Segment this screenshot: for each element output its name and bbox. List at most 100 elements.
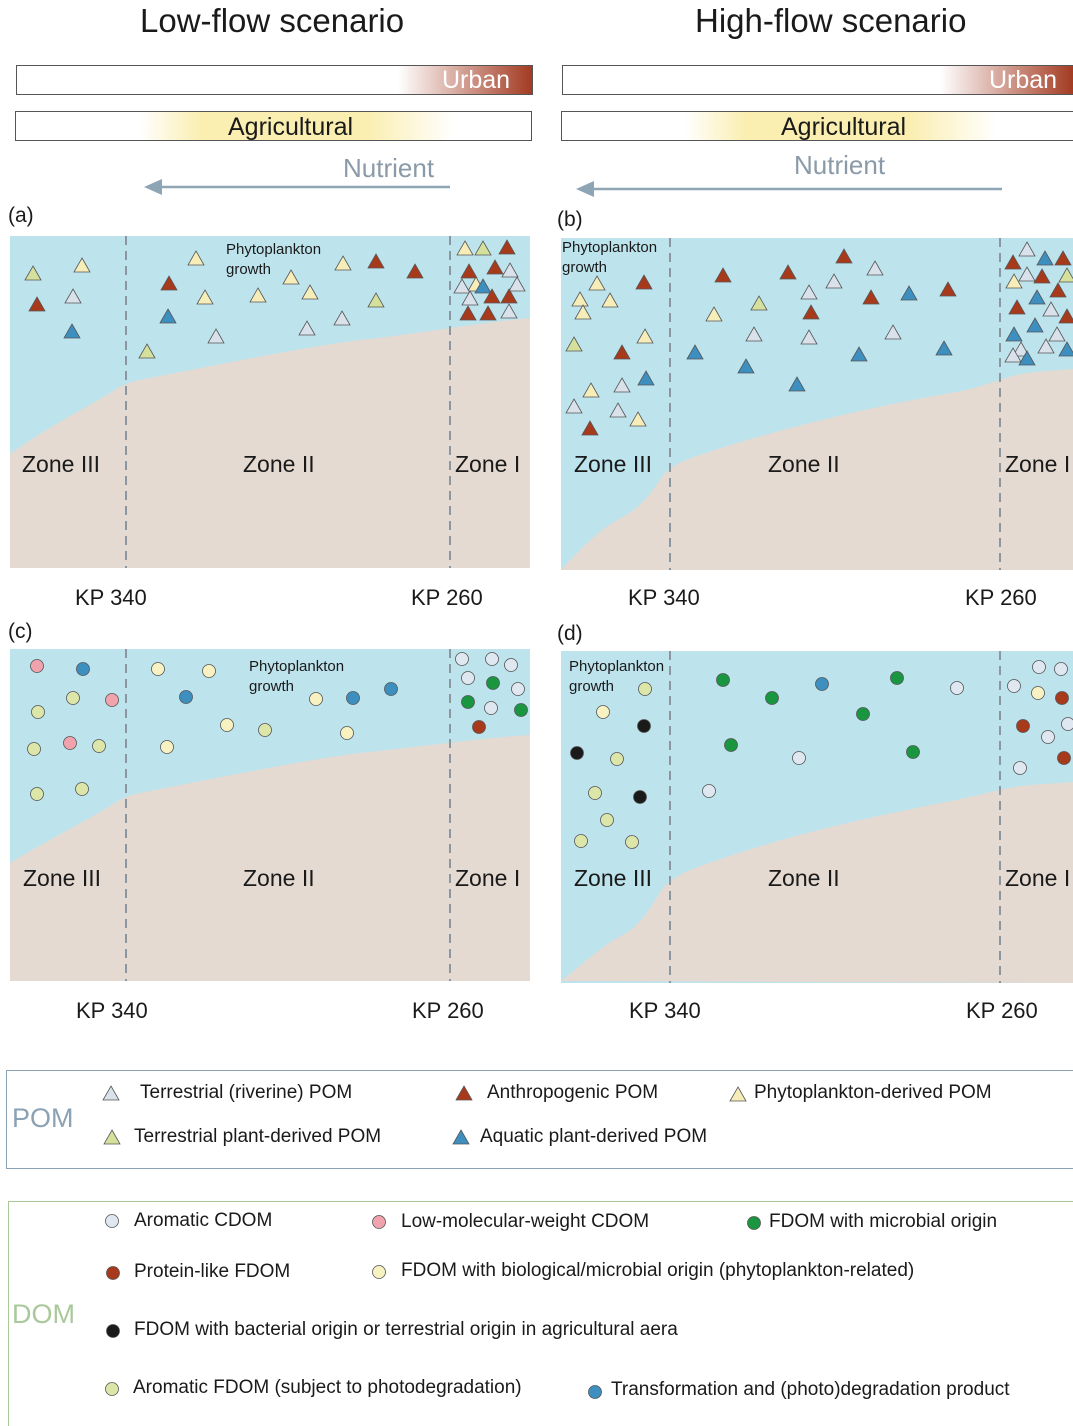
anthropogenic-pom-marker <box>1049 282 1067 298</box>
phytoplankton-pom-marker <box>282 269 300 285</box>
phytoplankton-pom-marker <box>1005 273 1023 289</box>
kp340-label-b: KP 340 <box>628 585 700 610</box>
aromatic-fdom-marker <box>31 705 45 719</box>
terrestrial-riverine-pom-marker <box>461 290 479 306</box>
anthropogenic-pom-marker <box>460 263 478 279</box>
anthropogenic-pom-marker <box>581 420 599 436</box>
anthropogenic-pom-marker <box>1054 250 1072 266</box>
anthropogenic-pom-marker <box>406 263 424 279</box>
legend-item-label: Terrestrial (riverine) POM <box>140 1082 353 1103</box>
degradation-product-marker <box>815 677 829 691</box>
phytoplankton-growth-label-c: Phytoplankton growth <box>249 657 344 697</box>
aromatic-cdom-marker <box>1032 660 1046 674</box>
urban-bar-high <box>562 65 1073 95</box>
degradation-product-marker <box>384 682 398 696</box>
microbial-fdom-marker <box>765 691 779 705</box>
aromatic-fdom-marker <box>588 786 602 800</box>
microbial-fdom-marker <box>716 673 730 687</box>
microbial-fdom-marker <box>856 707 870 721</box>
phytoplankton-pom-marker <box>301 284 319 300</box>
dom-legend <box>8 1201 1073 1426</box>
terrestrial-riverine-pom-marker <box>298 320 316 336</box>
triangle-icon <box>455 1085 473 1101</box>
terrestrial-plant-pom-marker <box>474 240 492 256</box>
aromatic-fdom-marker <box>625 835 639 849</box>
anthropogenic-pom-marker <box>714 267 732 283</box>
anthropogenic-pom-marker <box>483 288 501 304</box>
legend-item-label: Phytoplankton-derived POM <box>754 1082 992 1103</box>
aromatic-fdom-marker <box>30 787 44 801</box>
kp260-label-d: KP 260 <box>966 998 1038 1023</box>
legend-item-label: Protein-like FDOM <box>134 1261 291 1282</box>
terrestrial-riverine-pom-marker <box>825 273 843 289</box>
riverbed <box>561 369 1073 570</box>
riverbed <box>10 735 530 981</box>
anthropogenic-pom-marker <box>1058 308 1073 324</box>
kp260-label-c: KP 260 <box>412 998 484 1023</box>
panel-letter-c: (c) <box>8 620 33 643</box>
terrestrial-riverine-pom-marker <box>745 326 763 342</box>
zone2-label-b: Zone II <box>768 451 840 477</box>
aromatic-cdom-marker <box>1041 730 1055 744</box>
nutrient-arrow-low <box>144 179 450 195</box>
legend-item-label: Aquatic plant-derived POM <box>480 1126 708 1147</box>
zone3-label-a: Zone III <box>22 451 100 477</box>
anthropogenic-pom-marker <box>160 275 178 291</box>
protein-fdom-marker <box>472 720 486 734</box>
terrestrial-riverine-pom-marker <box>800 284 818 300</box>
urban-label-low: Urban <box>442 66 511 94</box>
legend-item-label: Transformation and (photo)degradation pr… <box>611 1379 1010 1400</box>
aromatic-cdom-marker <box>504 658 518 672</box>
nutrient-arrow-high <box>576 181 1002 197</box>
phytoplankton-pom-marker <box>73 257 91 273</box>
aromatic-fdom-marker <box>638 682 652 696</box>
aromatic-fdom-marker <box>600 813 614 827</box>
urban-label-high: Urban <box>989 66 1058 94</box>
anthropogenic-pom-marker <box>367 253 385 269</box>
anthropogenic-pom-marker <box>459 305 477 321</box>
aromatic-cdom-marker <box>1054 662 1068 676</box>
anthropogenic-pom-marker <box>498 239 516 255</box>
agricultural-bar-low <box>15 111 532 141</box>
aromatic-cdom-marker <box>511 682 525 696</box>
anthropogenic-pom-marker <box>1004 254 1022 270</box>
anthropogenic-pom-marker <box>486 259 504 275</box>
terrestrial-riverine-pom-marker <box>64 288 82 304</box>
phyto-fdom-marker <box>340 726 354 740</box>
phytoplankton-pom-marker <box>636 328 654 344</box>
phytoplankton-pom-marker <box>456 240 474 256</box>
protein-fdom-marker <box>1016 719 1030 733</box>
zone1-label-d: Zone I <box>1005 865 1073 892</box>
zone3-label-d: Zone III <box>574 865 652 891</box>
terrestrial-riverine-pom-marker <box>207 328 225 344</box>
legend-item-label: Aromatic FDOM (subject to photodegradati… <box>133 1377 522 1398</box>
circle-icon <box>372 1215 386 1229</box>
triangle-icon <box>452 1129 470 1145</box>
aromatic-fdom-marker <box>92 739 106 753</box>
aromatic-cdom-marker <box>702 784 716 798</box>
aquatic-plant-pom-marker <box>788 376 806 392</box>
low-mw-cdom-marker <box>105 693 119 707</box>
legend-item-label: FDOM with microbial origin <box>769 1211 998 1232</box>
growth-label: growth <box>226 261 272 278</box>
pom-markers <box>24 239 526 359</box>
terrestrial-riverine-pom-marker <box>501 262 519 278</box>
aquatic-plant-pom-marker <box>686 344 704 360</box>
zone2-label-a: Zone II <box>243 451 315 477</box>
phytoplankton-growth-label-d: Phytoplankton growth <box>569 657 664 697</box>
pom-markers <box>565 241 1073 436</box>
microbial-fdom-marker <box>890 671 904 685</box>
circle-icon <box>747 1216 761 1230</box>
urban-bar-low <box>16 65 533 95</box>
dom-markers <box>27 652 528 801</box>
aquatic-plant-pom-marker <box>900 285 918 301</box>
terrestrial-riverine-pom-marker <box>866 260 884 276</box>
aquatic-plant-pom-marker <box>1028 289 1046 305</box>
terrestrial-riverine-pom-marker <box>500 303 518 319</box>
triangle-icon <box>729 1086 747 1102</box>
anthropogenic-pom-marker <box>835 248 853 264</box>
agricultural-label-high: Agricultural <box>781 113 907 141</box>
phytoplankton-label: Phytoplankton <box>562 239 658 256</box>
phyto-fdom-marker <box>151 662 165 676</box>
terrestrial-riverine-pom-marker <box>1004 347 1022 363</box>
